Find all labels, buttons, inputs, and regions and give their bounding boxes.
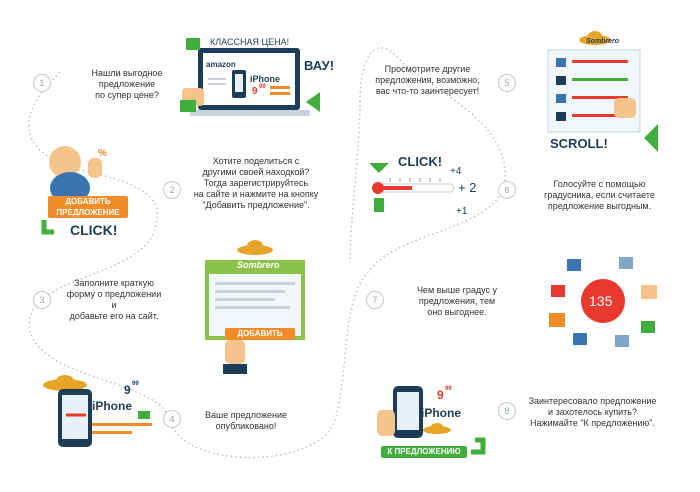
- percent-sign: %: [98, 148, 107, 159]
- step-number-8: 8: [498, 402, 516, 420]
- price-cents: 99: [132, 381, 139, 387]
- to-offer-button[interactable]: К ПРЕДЛОЖЕНИЮ: [381, 446, 467, 458]
- click-label: CLICK!: [398, 154, 443, 169]
- add-button[interactable]: ДОБАВИТЬ: [225, 328, 295, 340]
- sombrero-logo: Sombrero: [237, 260, 280, 270]
- click-label: CLICK!: [70, 222, 118, 238]
- likes-illustration: 135: [545, 255, 665, 355]
- plus-four: +4: [450, 166, 462, 177]
- sombrero-logo: Sombrero: [586, 38, 620, 45]
- amazon-logo: amazon: [206, 60, 236, 69]
- step-text-4: Ваше предложение опубликовано!: [205, 410, 287, 431]
- iphone-label: iPhone: [421, 406, 462, 420]
- plus-two: + 2: [458, 180, 477, 195]
- laptop-illustration: КЛАССНАЯ ЦЕНА! amazon iPhone 9 99 ВАУ!: [180, 30, 340, 130]
- form-illustration: Sombrero ДОБАВИТЬ: [195, 240, 315, 375]
- buy-phone-illustration: iPhone 9 99 К ПРЕДЛОЖЕНИЮ: [375, 380, 495, 465]
- iphone-label: iPhone: [250, 74, 281, 84]
- step-text-1: Нашли выгодное предложение по супер цене…: [91, 68, 163, 100]
- price-cents: 99: [259, 84, 266, 90]
- thermometer-illustration: CLICK! +4 + 2 +1: [369, 150, 485, 225]
- step-text-3: Заполните краткую форму о предложении и …: [66, 278, 162, 321]
- step-text-6: Голосуйте с помощью градусника, если счи…: [544, 179, 655, 211]
- price-main: 9: [252, 86, 258, 97]
- step-text-7: Чем выше градус у предложения, тем оно в…: [416, 285, 498, 317]
- published-phone-illustration: iPhone 9 99: [40, 375, 160, 455]
- step-number-1: 1: [33, 74, 51, 92]
- step-text-8: Заинтересовало предложение и захотелось …: [528, 396, 657, 428]
- price-main: 9: [437, 388, 444, 402]
- step-number-3: 3: [33, 291, 51, 309]
- step-text-2: Хотите поделиться с другими своей находк…: [193, 156, 319, 210]
- step-number-5: 5: [498, 74, 516, 92]
- price-cents: 99: [445, 386, 452, 392]
- step-number-2: 2: [163, 181, 181, 199]
- step-number-6: 6: [498, 181, 516, 199]
- step-text-5: Просмотрите другие предложения, возможно…: [375, 64, 480, 96]
- wow-label: ВАУ!: [304, 58, 335, 73]
- scroll-label: SCROLL!: [550, 136, 608, 151]
- add-offer-button[interactable]: ДОБАВИТЬ ПРЕДЛОЖЕНИЕ: [48, 196, 128, 218]
- plus-one: +1: [456, 206, 468, 217]
- step-number-7: 7: [366, 291, 384, 309]
- great-price-label: КЛАССНАЯ ЦЕНА!: [210, 37, 290, 47]
- iphone-label: iPhone: [92, 399, 133, 413]
- scroll-illustration: Sombrero SCROLL!: [540, 28, 665, 156]
- guy-illustration: % ДОБАВИТЬ ПРЕДЛОЖЕНИЕ CLICK!: [40, 140, 155, 245]
- degree-value: 135: [589, 293, 613, 309]
- price-main: 9: [124, 383, 131, 397]
- step-number-4: 4: [163, 410, 181, 428]
